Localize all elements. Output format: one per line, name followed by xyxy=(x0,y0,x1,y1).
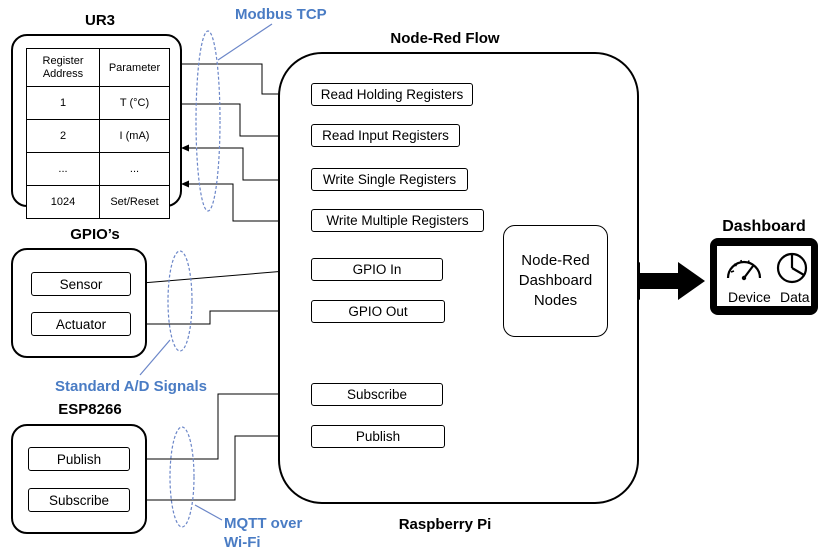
dashboard-nodes-box: Node-Red Dashboard Nodes xyxy=(503,225,608,337)
gpio-out-node: GPIO Out xyxy=(311,300,445,323)
wire-write-single xyxy=(181,144,310,181)
write-multiple-registers-node: Write Multiple Registers xyxy=(311,209,484,232)
device-label: Device xyxy=(728,289,771,305)
mqtt-ellipse xyxy=(169,426,195,528)
subscribe-node: Subscribe xyxy=(311,383,443,406)
modbus-pointer xyxy=(217,23,273,61)
mqtt-label-line1: MQTT over xyxy=(224,515,303,532)
dashboard-nodes-line: Nodes xyxy=(533,292,578,309)
gauge-icon xyxy=(726,259,762,281)
wire-gpio-out-to-actuator xyxy=(131,310,310,328)
raspberry-pi-label: Raspberry Pi xyxy=(398,516,492,533)
dashboard-nodes-line: Node-Red xyxy=(521,252,590,269)
wire-esp-publish-to-subscribe xyxy=(130,390,311,460)
gpio-title: GPIO’s xyxy=(70,226,120,243)
esp-publish-box: Publish xyxy=(28,447,130,471)
esp-subscribe-box: Subscribe xyxy=(28,488,130,512)
table-cell: 1 xyxy=(26,86,100,120)
wire-read-input xyxy=(180,103,311,140)
parameter-header: Parameter xyxy=(99,48,170,87)
table-cell: ... xyxy=(26,152,100,186)
table-cell: 2 xyxy=(26,119,100,153)
table-cell: T (°C) xyxy=(99,86,170,120)
analog-label: Standard A/D Signals xyxy=(55,378,207,395)
modbus-ellipse xyxy=(195,30,221,212)
esp-title: ESP8266 xyxy=(58,401,122,418)
wire-write-multiple xyxy=(181,180,310,222)
pie-chart-icon xyxy=(776,252,808,284)
tablet-screen xyxy=(717,246,811,306)
table-cell: ... xyxy=(99,152,170,186)
sensor-box: Sensor xyxy=(31,272,131,296)
modbus-label: Modbus TCP xyxy=(235,6,327,23)
mqtt-pointer xyxy=(194,504,223,521)
register-address-header: Register Address xyxy=(26,48,100,87)
read-holding-registers-node: Read Holding Registers xyxy=(311,83,473,106)
analog-pointer xyxy=(139,339,171,376)
actuator-box: Actuator xyxy=(31,312,131,336)
esp-panel xyxy=(11,424,147,534)
gpio-in-node: GPIO In xyxy=(311,258,443,281)
table-cell: Set/Reset xyxy=(99,185,170,219)
ur3-title: UR3 xyxy=(84,12,115,29)
wire-publish-to-esp-subscribe xyxy=(130,435,310,504)
mqtt-label-line2: Wi-Fi xyxy=(224,534,261,551)
register-table: Register Address Parameter 1 T (°C) 2 I … xyxy=(26,48,170,219)
publish-node: Publish xyxy=(311,425,445,448)
table-cell: I (mA) xyxy=(99,119,170,153)
dashboard-nodes-line: Dashboard xyxy=(518,272,593,289)
dashboard-title: Dashboard xyxy=(722,218,806,235)
node-red-title: Node-Red Flow xyxy=(390,30,500,47)
read-input-registers-node: Read Input Registers xyxy=(311,124,460,147)
analog-ellipse xyxy=(167,250,193,352)
write-single-registers-node: Write Single Registers xyxy=(311,168,468,191)
table-cell: 1024 xyxy=(26,185,100,219)
gpio-panel xyxy=(11,248,147,358)
data-label: Data xyxy=(780,289,810,305)
